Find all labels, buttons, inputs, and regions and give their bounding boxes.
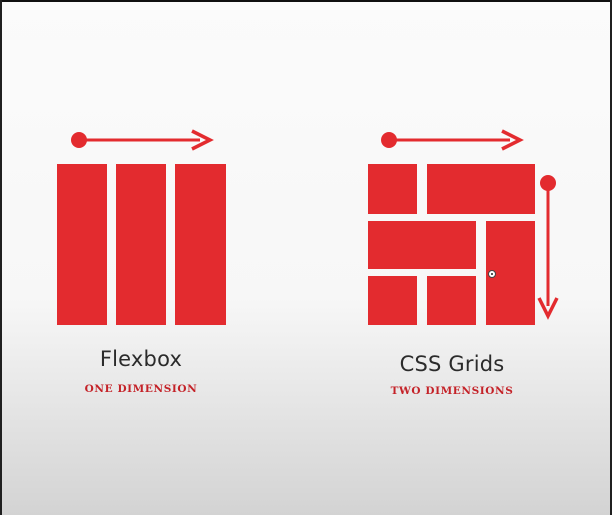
frame-top-border [0, 0, 612, 2]
flexbox-main-axis-arrow [71, 129, 214, 151]
grid-cell-6 [427, 276, 476, 325]
mouse-cursor-icon [488, 270, 496, 278]
grid-column-axis-arrow [537, 175, 559, 320]
frame-right-border [610, 0, 612, 515]
flexbox-column-3 [175, 164, 226, 325]
flexbox-subtitle: ONE DIMENSION [84, 383, 198, 395]
css-grids-title: CSS Grids [399, 352, 505, 376]
frame-left-border [0, 0, 2, 515]
flexbox-column-1 [57, 164, 107, 325]
grid-cells [368, 164, 535, 325]
css-grids-caption: CSS Grids TWO DIMENSIONS [352, 352, 552, 397]
grid-cell-2 [427, 164, 535, 214]
css-grids-subtitle: TWO DIMENSIONS [390, 385, 514, 397]
grid-cell-5 [368, 276, 417, 325]
flexbox-caption: Flexbox ONE DIMENSION [41, 347, 241, 395]
grid-row-axis-arrow [381, 129, 524, 151]
grid-cell-1 [368, 164, 417, 214]
grid-cell-3 [368, 221, 476, 269]
flexbox-column-2 [116, 164, 166, 325]
flexbox-title: Flexbox [99, 347, 183, 371]
flexbox-columns [57, 164, 226, 325]
